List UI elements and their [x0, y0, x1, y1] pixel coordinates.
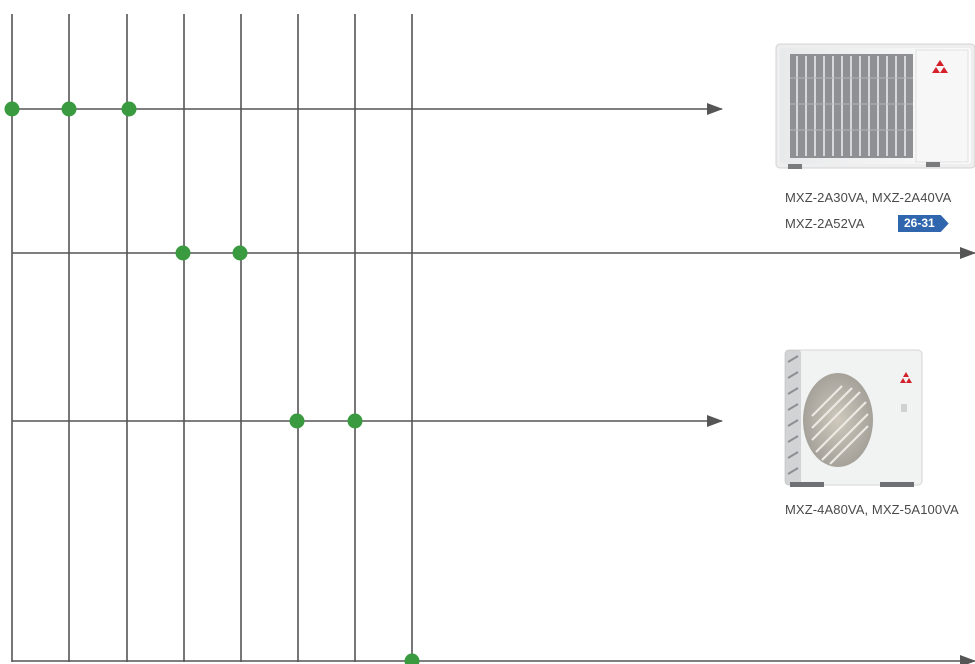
- vertical-lines: [11, 14, 413, 662]
- dot-row2-col5: [232, 245, 248, 261]
- dot-row1-col1: [4, 101, 20, 117]
- dot-row1-col3: [121, 101, 137, 117]
- outdoor-unit-icon: [784, 349, 923, 487]
- dot-row2-col4: [175, 245, 191, 261]
- dot-row4-col8: [404, 653, 420, 664]
- brand-logo-icon: [932, 60, 948, 73]
- product-2-models-line1: MXZ-4A80VA, MXZ-5A100VA: [785, 502, 959, 517]
- product-1-models-line1: MXZ-2A30VA, MXZ-2A40VA: [785, 190, 952, 205]
- brand-logo-icon: [900, 372, 912, 383]
- dot-row3-col6: [289, 413, 305, 429]
- dot-row3-col7: [347, 413, 363, 429]
- product-1-models-line2: MXZ-2A52VA: [785, 216, 865, 231]
- outdoor-unit-icon: [775, 43, 975, 169]
- connection-dots: [4, 101, 420, 664]
- dot-row1-col2: [61, 101, 77, 117]
- horizontal-arrows: [12, 103, 975, 664]
- page-reference-badge[interactable]: 26-31: [898, 215, 949, 232]
